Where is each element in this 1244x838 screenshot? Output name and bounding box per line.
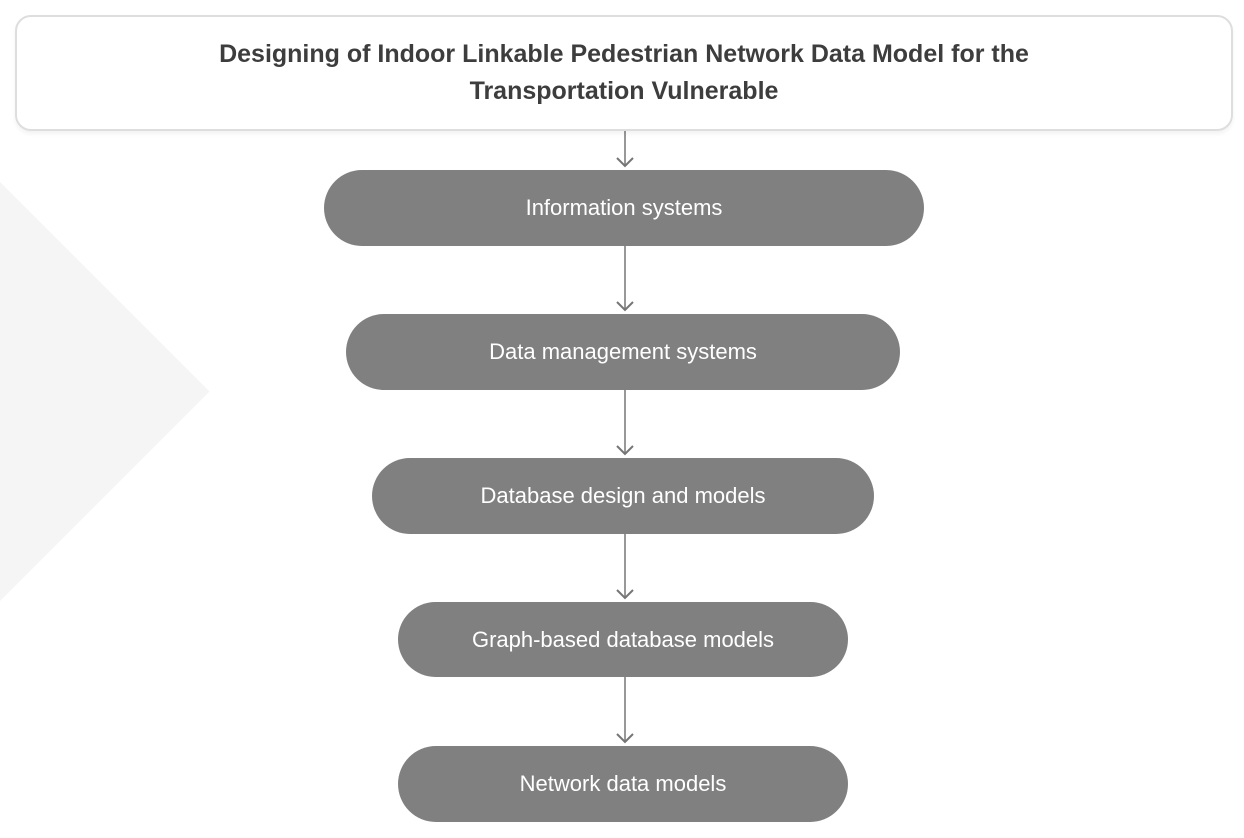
flow-node-label: Information systems — [525, 195, 723, 220]
diagram-title-line-1: Designing of Indoor Linkable Pedestrian … — [219, 40, 1029, 68]
title-box: Designing of Indoor Linkable Pedestrian … — [15, 15, 1233, 131]
flow-node-label: Graph-based database models — [471, 626, 775, 652]
flow-node-graph-based-database-models: Graph-based database models — [398, 602, 848, 677]
arrow-down-icon — [613, 246, 637, 313]
diagram-title-line-2: Transportation Vulnerable — [469, 77, 779, 105]
flow-node-information-systems: Information systems — [324, 170, 924, 246]
watermark-diamond — [0, 181, 210, 602]
flow-node-label: Data management systems — [489, 339, 757, 364]
flow-node-label: Network data models — [519, 771, 727, 796]
arrow-down-icon — [613, 390, 637, 457]
arrow-down-icon — [613, 534, 637, 601]
flow-node-database-design-and-models: Database design and models — [372, 458, 874, 534]
flow-node-data-management-systems: Data management systems — [346, 314, 900, 390]
arrow-down-icon — [613, 677, 637, 745]
flow-node-label: Database design and models — [480, 483, 766, 508]
flow-node-network-data-models: Network data models — [398, 746, 848, 822]
arrow-down-icon — [613, 131, 637, 169]
